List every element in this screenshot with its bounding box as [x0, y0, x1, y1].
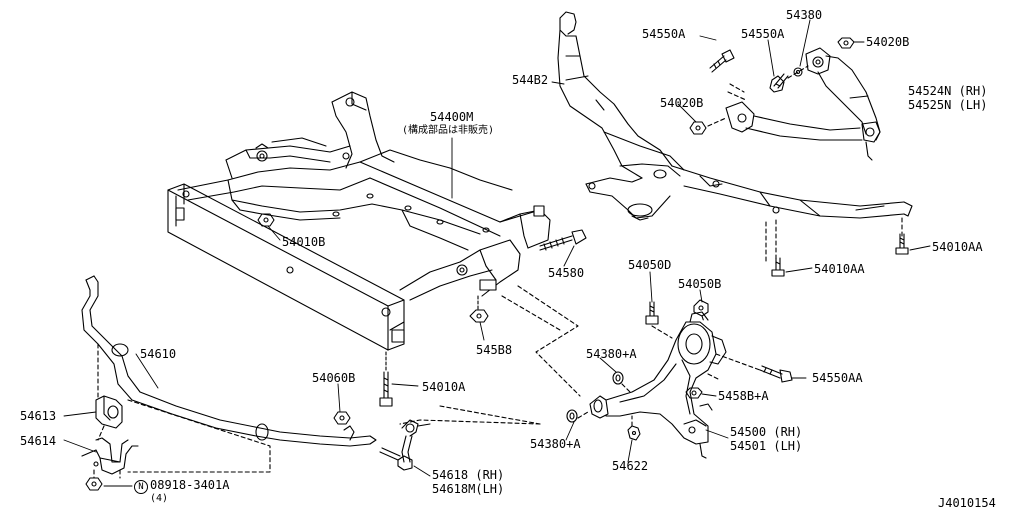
leader-lines-stabilizer: [93, 343, 271, 479]
callout-54010AA-right: 54010AA: [932, 240, 983, 254]
callout-54614: 54614: [20, 434, 57, 448]
callout-5458B-A: 5458B+A: [718, 389, 769, 403]
callout-54050B: 54050B: [678, 277, 722, 291]
bolt-54010AA-center: [771, 257, 785, 277]
callout-54501: 54501 (LH): [730, 439, 803, 453]
stabilizer-link-54618: [379, 419, 431, 471]
nut-545B8: [469, 295, 489, 323]
washer-54380: [793, 67, 803, 77]
callout-54550A-right: 54550A: [741, 27, 785, 41]
bolt-54550A-left: [709, 49, 735, 73]
lower-arm-54500: [589, 311, 727, 459]
callout-leaders: [63, 19, 931, 487]
nut-5458BA: [685, 387, 703, 399]
callout-54010AA-center: 54010AA: [814, 262, 865, 276]
callout-54380A-upper: 54380+A: [586, 347, 637, 361]
callout-54380: 54380: [786, 8, 823, 22]
bolt-54010A: [379, 351, 393, 407]
bolt-54010AA-right: [895, 233, 909, 255]
callout-54613: 54613: [20, 409, 57, 423]
callout-54618: 54618 (RH): [432, 468, 505, 482]
callout-54622: 54622: [612, 459, 649, 473]
callout-54580: 54580: [548, 266, 585, 280]
callout-54550AA: 54550AA: [812, 371, 863, 385]
callout-08918-part-number: 08918-3401A: [150, 478, 230, 492]
callout-54610: 54610: [140, 347, 177, 361]
nut-54020B-top: [837, 37, 855, 49]
upper-link-544B2: [557, 11, 913, 221]
nut-54060B: [333, 411, 351, 425]
bolt-54550AA: [759, 365, 793, 383]
callout-54525N: 54525N (LH): [908, 98, 988, 112]
clamp-54614: [81, 437, 139, 475]
diagram-id: J4010154: [938, 496, 996, 510]
bolt-54580: [539, 229, 587, 251]
callout-54020B-lower: 54020B: [660, 96, 704, 110]
nut-symbol-icon: N: [134, 480, 148, 494]
callout-545B8: 545B8: [476, 343, 513, 357]
callout-54060B: 54060B: [312, 371, 356, 385]
callout-54400M-note: (構成部品は非販売): [402, 125, 495, 136]
upper-arm-54524N: [725, 47, 881, 161]
callout-54380A-lower: 54380+A: [530, 437, 581, 451]
bolt-54050D: [645, 301, 659, 325]
callout-08918-quantity: (4): [150, 493, 169, 504]
nut-08918-3401A: [85, 477, 103, 491]
bolt-54050B: [693, 299, 709, 317]
stabilizer-bar-54610: [81, 275, 377, 447]
callout-54550A-left: 54550A: [642, 27, 686, 41]
washer-54380A-lower: [566, 409, 578, 423]
bolt-54550A-right: [769, 73, 789, 93]
callout-544B2: 544B2: [512, 73, 549, 87]
callout-54400M: 54400M: [430, 110, 474, 124]
callout-54618M: 54618M(LH): [432, 482, 505, 496]
bushing-54613: [95, 395, 123, 429]
callout-54524N: 54524N (RH): [908, 84, 988, 98]
bolt-54010B: [257, 213, 275, 227]
callout-54020B-top: 54020B: [866, 35, 910, 49]
washer-54380A-upper: [612, 371, 624, 385]
callout-54010A: 54010A: [422, 380, 466, 394]
part-54622: [627, 425, 641, 441]
callout-54010B: 54010B: [282, 235, 326, 249]
front-suspension-member: [167, 91, 551, 351]
callout-54050D: 54050D: [628, 258, 672, 272]
leader-lines-upper: [707, 65, 903, 265]
callout-54500: 54500 (RH): [730, 425, 803, 439]
nut-54020B-lower: [689, 121, 707, 135]
